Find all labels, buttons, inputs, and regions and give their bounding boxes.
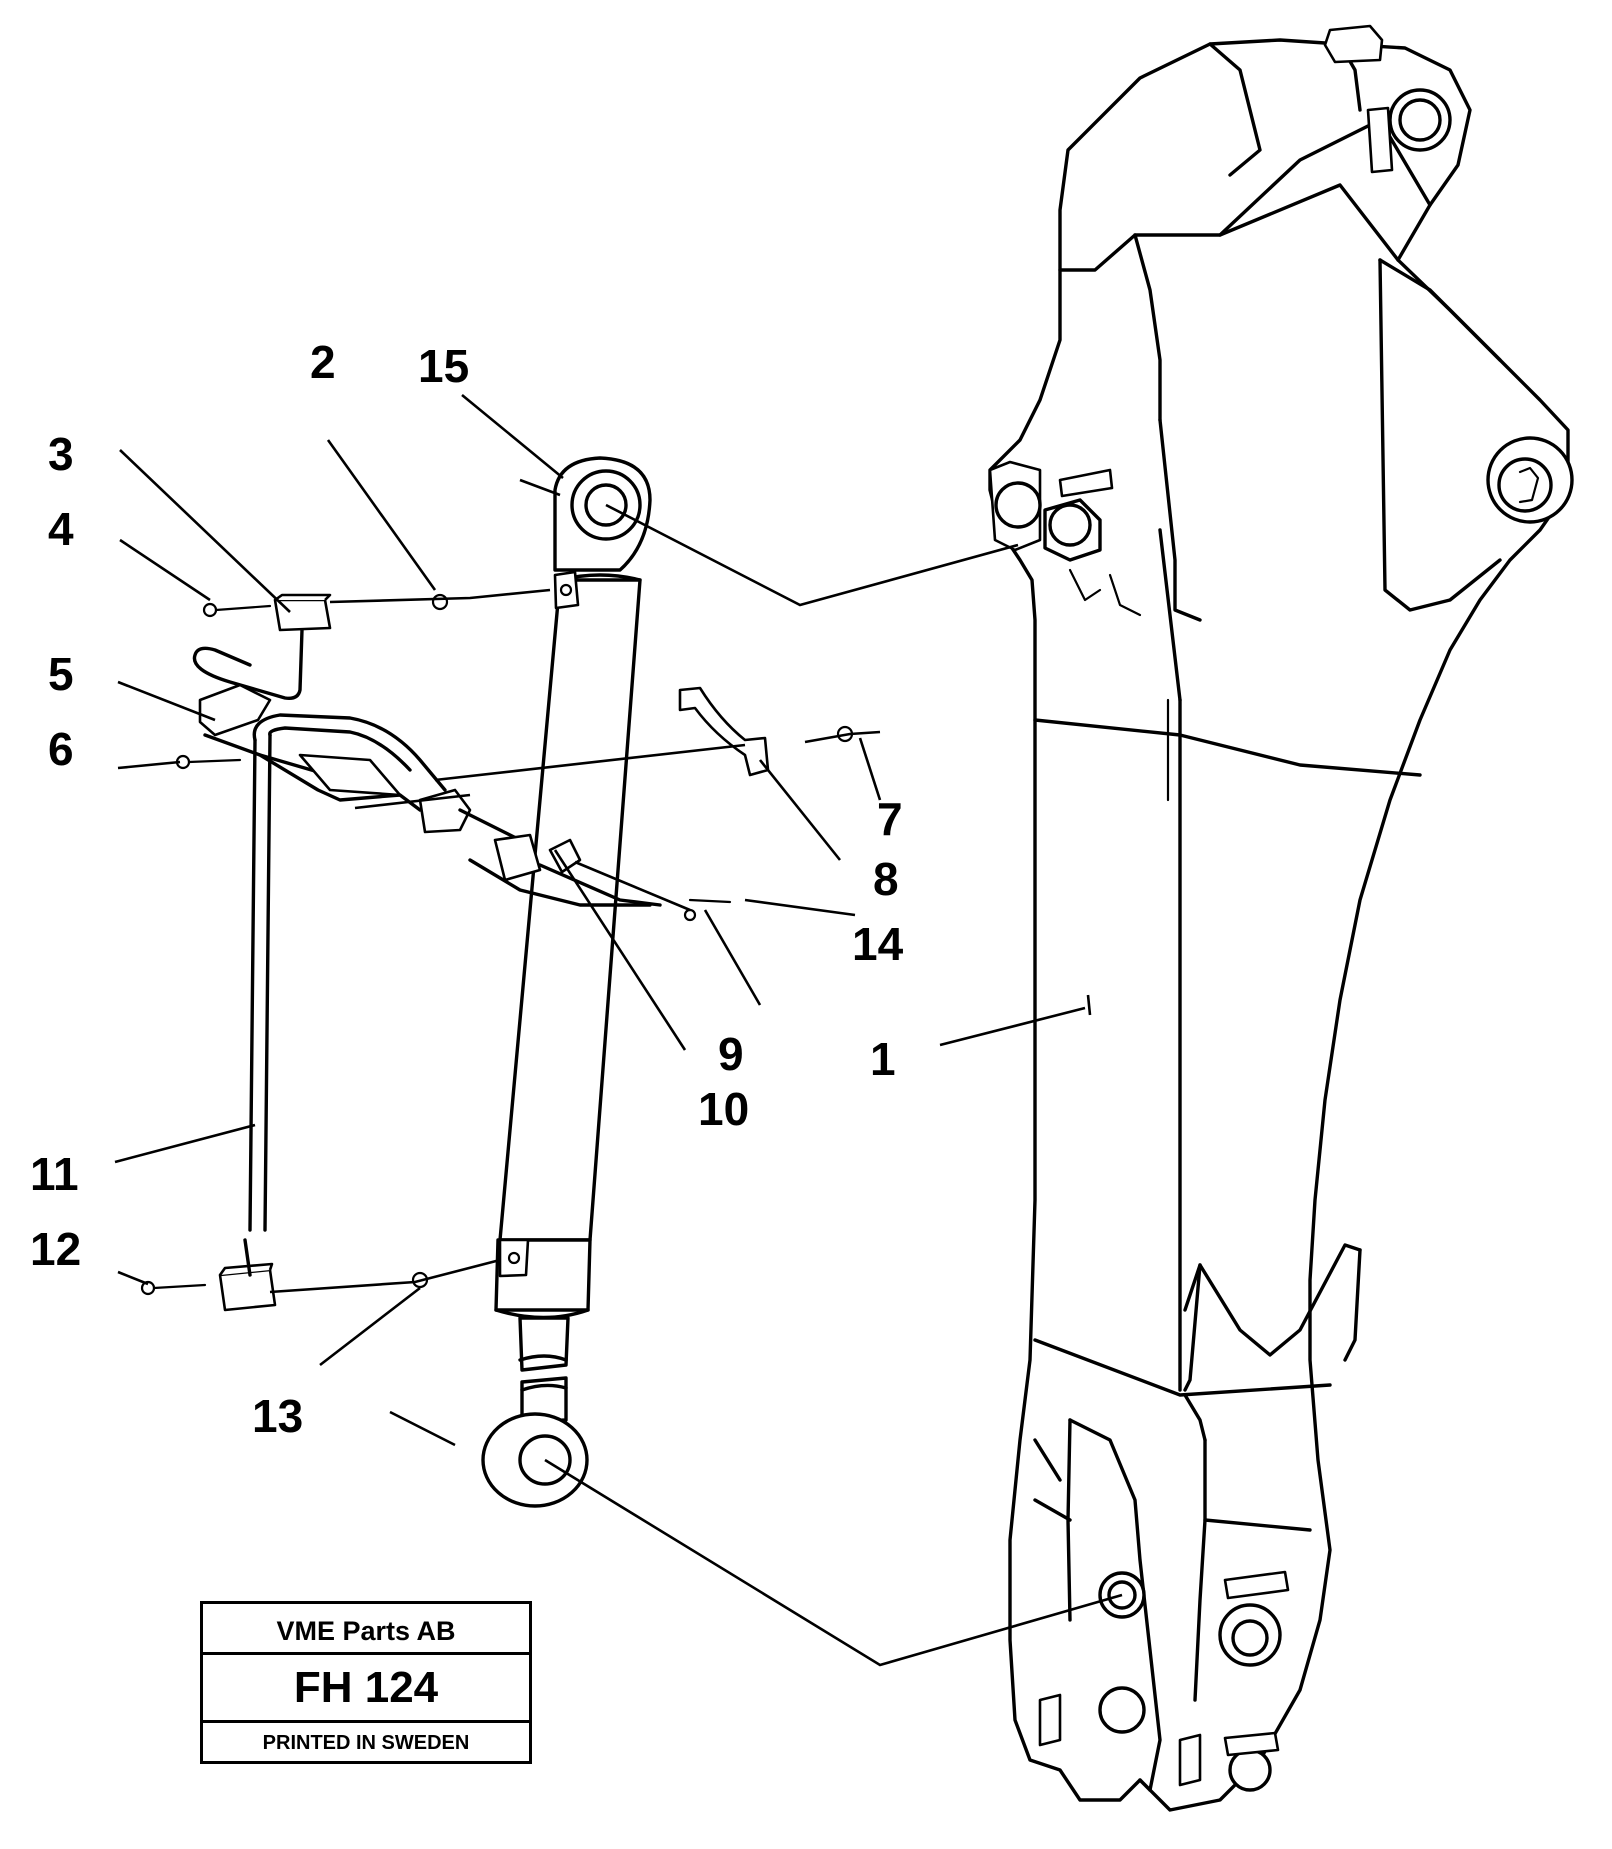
callout-1: 1 [870,1033,896,1085]
hose-assembly [140,593,854,1312]
callout-8: 8 [873,853,899,905]
callout-labels: 1 2 3 4 5 6 7 8 9 10 11 12 13 14 15 [30,336,904,1442]
boom-arm [988,24,1574,1812]
callout-7: 7 [877,793,903,845]
hydraulic-cylinder [481,456,652,1508]
printed-note: PRINTED IN SWEDEN [262,1732,470,1754]
callout-2: 2 [310,336,336,388]
callout-13: 13 [252,1390,303,1442]
callout-12: 12 [30,1223,81,1275]
title-divider [203,1720,529,1723]
callout-15: 15 [418,340,469,392]
company-name: VME Parts AB [276,1616,456,1646]
diagram-code: FH 124 [293,1663,439,1712]
callout-11: 11 [30,1148,79,1200]
callout-3: 3 [48,428,74,480]
title-block: VME Parts AB FH 124 PRINTED IN SWEDEN [200,1601,532,1764]
callout-5: 5 [48,648,74,700]
title-divider [203,1652,529,1655]
assembly-lines [114,393,1123,1667]
callout-6: 6 [48,723,74,775]
callout-4: 4 [48,503,74,555]
callout-10: 10 [698,1083,749,1135]
callout-9: 9 [718,1028,744,1080]
callout-14: 14 [852,918,904,970]
